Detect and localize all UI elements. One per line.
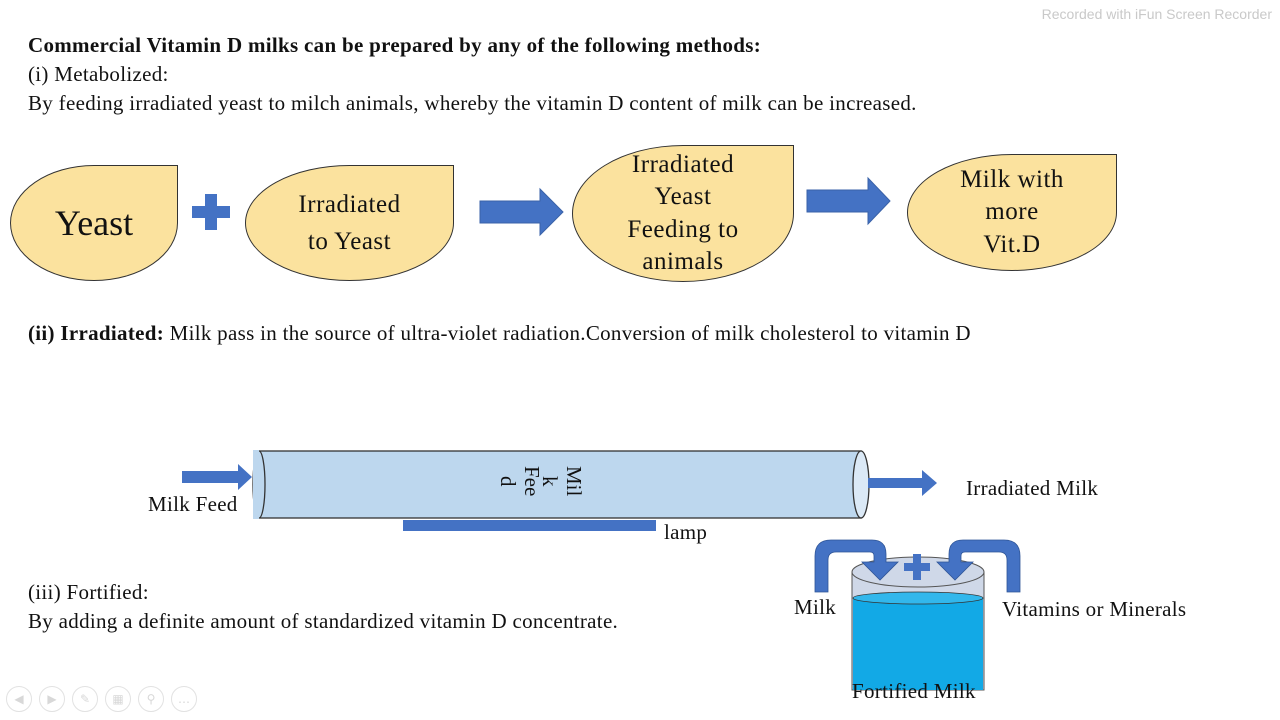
flow-step1-label: Yeast [54, 203, 134, 243]
milk-inlet-arrow [814, 539, 899, 593]
flow-step-milk-vitd: Milk with more Vit.D [907, 154, 1117, 271]
flow-arrow-1 [479, 187, 564, 237]
slideshow-toolbar: ◀ ▶ ✎ ▦ ⚲ … [6, 686, 197, 712]
irradiated-output-arrow [868, 470, 937, 496]
flow-step4-line2: more [985, 198, 1039, 226]
tank-plus-icon [904, 554, 930, 580]
method3-description: By adding a definite amount of standardi… [28, 609, 619, 633]
method2-line: (ii) Irradiated: Milk pass in the source… [28, 321, 971, 346]
flow-step4-line1: Milk with [960, 165, 1064, 193]
zoom-icon[interactable]: ⚲ [138, 686, 164, 712]
flow-step3-line2: Yeast [654, 183, 712, 210]
method2-description: Milk pass in the source of ultra-violet … [169, 321, 971, 345]
more-icon[interactable]: … [171, 686, 197, 712]
tube-text-col1: Mil [562, 466, 586, 497]
flow-step3-line3: Feeding to [627, 215, 739, 243]
flow-arrow-2 [806, 176, 891, 226]
plus-icon [192, 194, 230, 230]
irradiation-tube [252, 450, 870, 519]
method3-title: (iii) Fortified: [28, 580, 149, 604]
slide-heading: Commercial Vitamin D milks can be prepar… [28, 33, 762, 57]
method1-description: By feeding irradiated yeast to milch ani… [28, 91, 917, 115]
milk-feed-label: Milk Feed [148, 492, 238, 516]
flow-step3-line1: Irradiated [631, 150, 735, 178]
tube-text-col3: Fee [520, 466, 544, 497]
method2-title: (ii) Irradiated: [28, 321, 165, 345]
flow-step2-line1: Irradiated [298, 190, 401, 218]
flow-step-feeding: Irradiated Yeast Feeding to animals [572, 145, 794, 282]
flow-step3-line4: animals [642, 248, 724, 275]
flow-step-irradiated-yeast: Irradiated to Yeast [245, 165, 454, 281]
vitamin-inlet-arrow [936, 539, 1021, 593]
uv-lamp [403, 520, 656, 531]
flow-step2-line2: to Yeast [307, 228, 392, 255]
next-slide-icon[interactable]: ▶ [39, 686, 65, 712]
flow-step4-line3: Vit.D [983, 230, 1041, 258]
fortify-additive-label: Vitamins or Minerals [1002, 597, 1187, 621]
method1-title: (i) Metabolized: [28, 62, 169, 86]
pen-icon[interactable]: ✎ [72, 686, 98, 712]
milk-feed-arrow [182, 464, 252, 490]
tube-text-col4: d [496, 476, 520, 487]
irradiated-milk-label: Irradiated Milk [966, 476, 1099, 500]
prev-slide-icon[interactable]: ◀ [6, 686, 32, 712]
fortified-milk-label: Fortified Milk [852, 679, 976, 703]
flow-step-yeast: Yeast [10, 165, 178, 281]
recorder-watermark: Recorded with iFun Screen Recorder [1041, 6, 1272, 22]
fortify-milk-label: Milk [794, 595, 837, 619]
slides-grid-icon[interactable]: ▦ [105, 686, 131, 712]
lamp-label: lamp [664, 520, 708, 544]
tube-vertical-text: Mil k Fee d [496, 462, 616, 512]
